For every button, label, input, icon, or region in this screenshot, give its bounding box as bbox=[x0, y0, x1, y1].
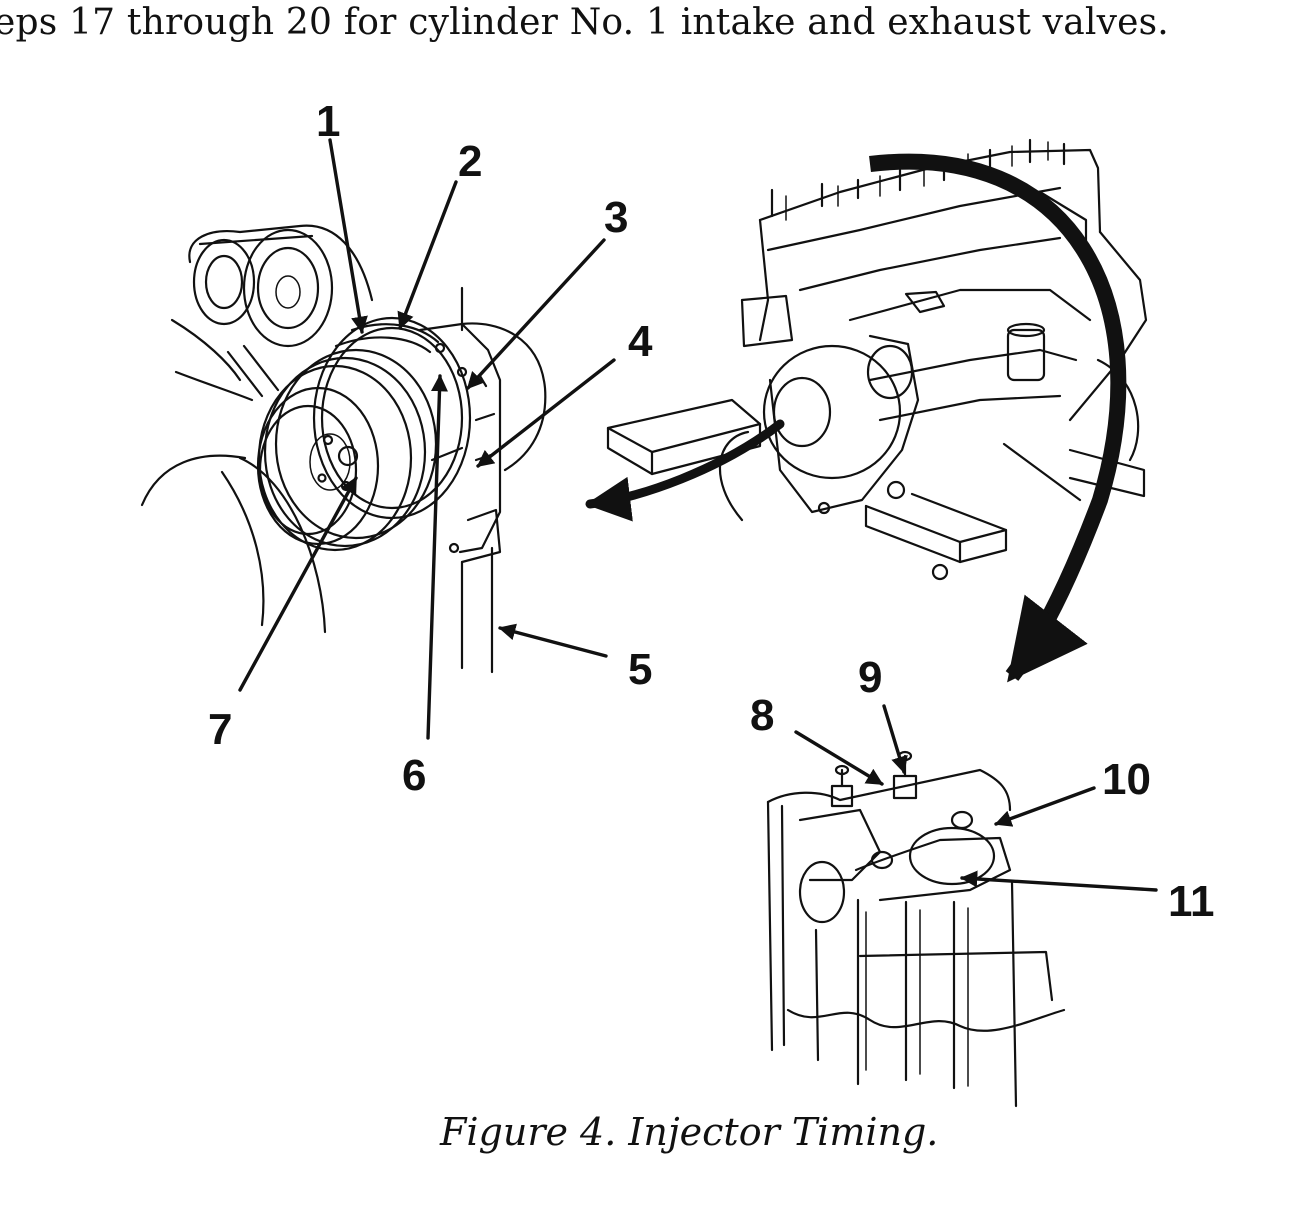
callout-5: 5 bbox=[628, 645, 652, 694]
rocker-arm-detail bbox=[766, 750, 1066, 1108]
callout-7: 7 bbox=[208, 705, 232, 754]
figure-caption: Figure 4. Injector Timing. bbox=[440, 1110, 939, 1154]
callout-2: 2 bbox=[458, 137, 482, 186]
callout-4: 4 bbox=[628, 317, 653, 366]
crankshaft-pulley-view bbox=[140, 224, 547, 674]
callout-9: 9 bbox=[858, 653, 882, 702]
engine-assembly bbox=[606, 138, 1148, 581]
body-text-line: eps 17 through 20 for cylinder No. 1 int… bbox=[0, 2, 1169, 43]
front-cover-bracket bbox=[418, 286, 547, 674]
callout-1: 1 bbox=[316, 97, 340, 146]
callout-11: 11 bbox=[1168, 877, 1215, 926]
callout-leaders bbox=[238, 138, 1158, 892]
view-detail-arrow-left bbox=[585, 419, 785, 522]
callout-10: 10 bbox=[1102, 755, 1151, 804]
accessory-drive-pulleys bbox=[188, 224, 374, 398]
engine-stand bbox=[606, 398, 1146, 581]
callout-8: 8 bbox=[750, 691, 774, 740]
callout-3: 3 bbox=[604, 193, 628, 242]
view-detail-arrow-down bbox=[869, 153, 1127, 683]
callout-6: 6 bbox=[402, 751, 426, 800]
